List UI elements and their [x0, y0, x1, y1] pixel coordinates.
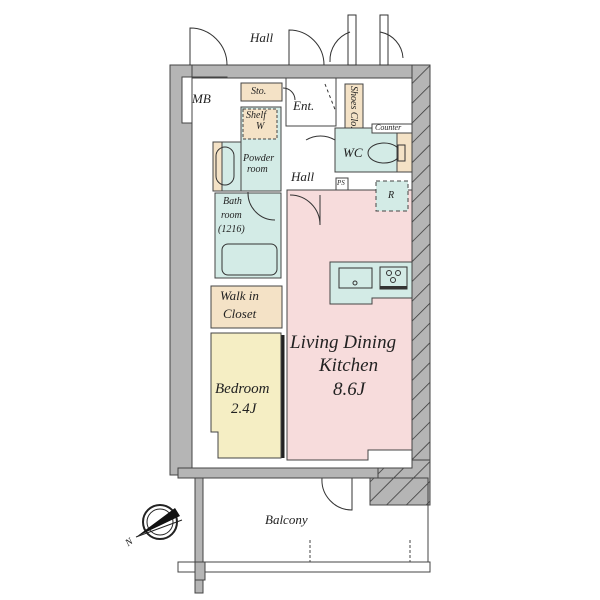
- bedroom: [210, 332, 282, 459]
- ldk-label-2: Kitchen: [319, 355, 379, 376]
- walk-in-closet-label-1: Walk in: [220, 288, 259, 303]
- balcony: [177, 477, 431, 581]
- bathroom-label-2: room: [221, 210, 242, 221]
- entrance-label: Ent.: [293, 98, 315, 113]
- balcony-label: Balcony: [265, 512, 308, 527]
- kitchen-sink-icon: [338, 267, 373, 289]
- ps-label: PS: [337, 179, 345, 187]
- washer-label: W: [256, 121, 265, 132]
- walk-in-closet: [210, 285, 283, 329]
- refrigerator-space: [375, 180, 409, 212]
- shoes-closet-label: Shoes Clo.: [348, 86, 359, 129]
- powder-room-label-2: room: [247, 164, 268, 175]
- bathtub-icon: [221, 243, 278, 276]
- hall-top-label: Hall: [250, 30, 274, 45]
- wc-label: WC: [343, 145, 363, 160]
- ldk-label-1: Living Dining: [290, 332, 397, 353]
- compass-icon: [135, 504, 183, 540]
- doors: [189, 14, 404, 511]
- entrance-area: [285, 77, 337, 127]
- shelf-label: Shelf: [246, 110, 266, 121]
- living-dining-kitchen: [286, 189, 413, 461]
- mb-label: MB: [192, 91, 211, 106]
- ps-shaft: [335, 177, 349, 191]
- hall-inner-label: Hall: [291, 169, 315, 184]
- storage-room: [240, 82, 283, 102]
- sink-icon: [215, 146, 235, 186]
- powder-room-label-1: Powder: [243, 153, 275, 164]
- counter-label: Counter: [375, 123, 402, 132]
- bathroom-label-3: (1216): [218, 224, 245, 235]
- bedroom-label: Bedroom: [215, 381, 270, 397]
- counter: [371, 123, 413, 134]
- bedroom-size: 2.4J: [231, 401, 257, 417]
- storage-label: Sto.: [251, 86, 267, 97]
- shelf-area: [242, 108, 278, 140]
- walk-in-closet-label-2: Closet: [223, 306, 257, 321]
- ldk-size: 8.6J: [333, 379, 366, 400]
- bathroom-label-1: Bath: [223, 196, 242, 207]
- refrigerator-label: R: [388, 190, 395, 201]
